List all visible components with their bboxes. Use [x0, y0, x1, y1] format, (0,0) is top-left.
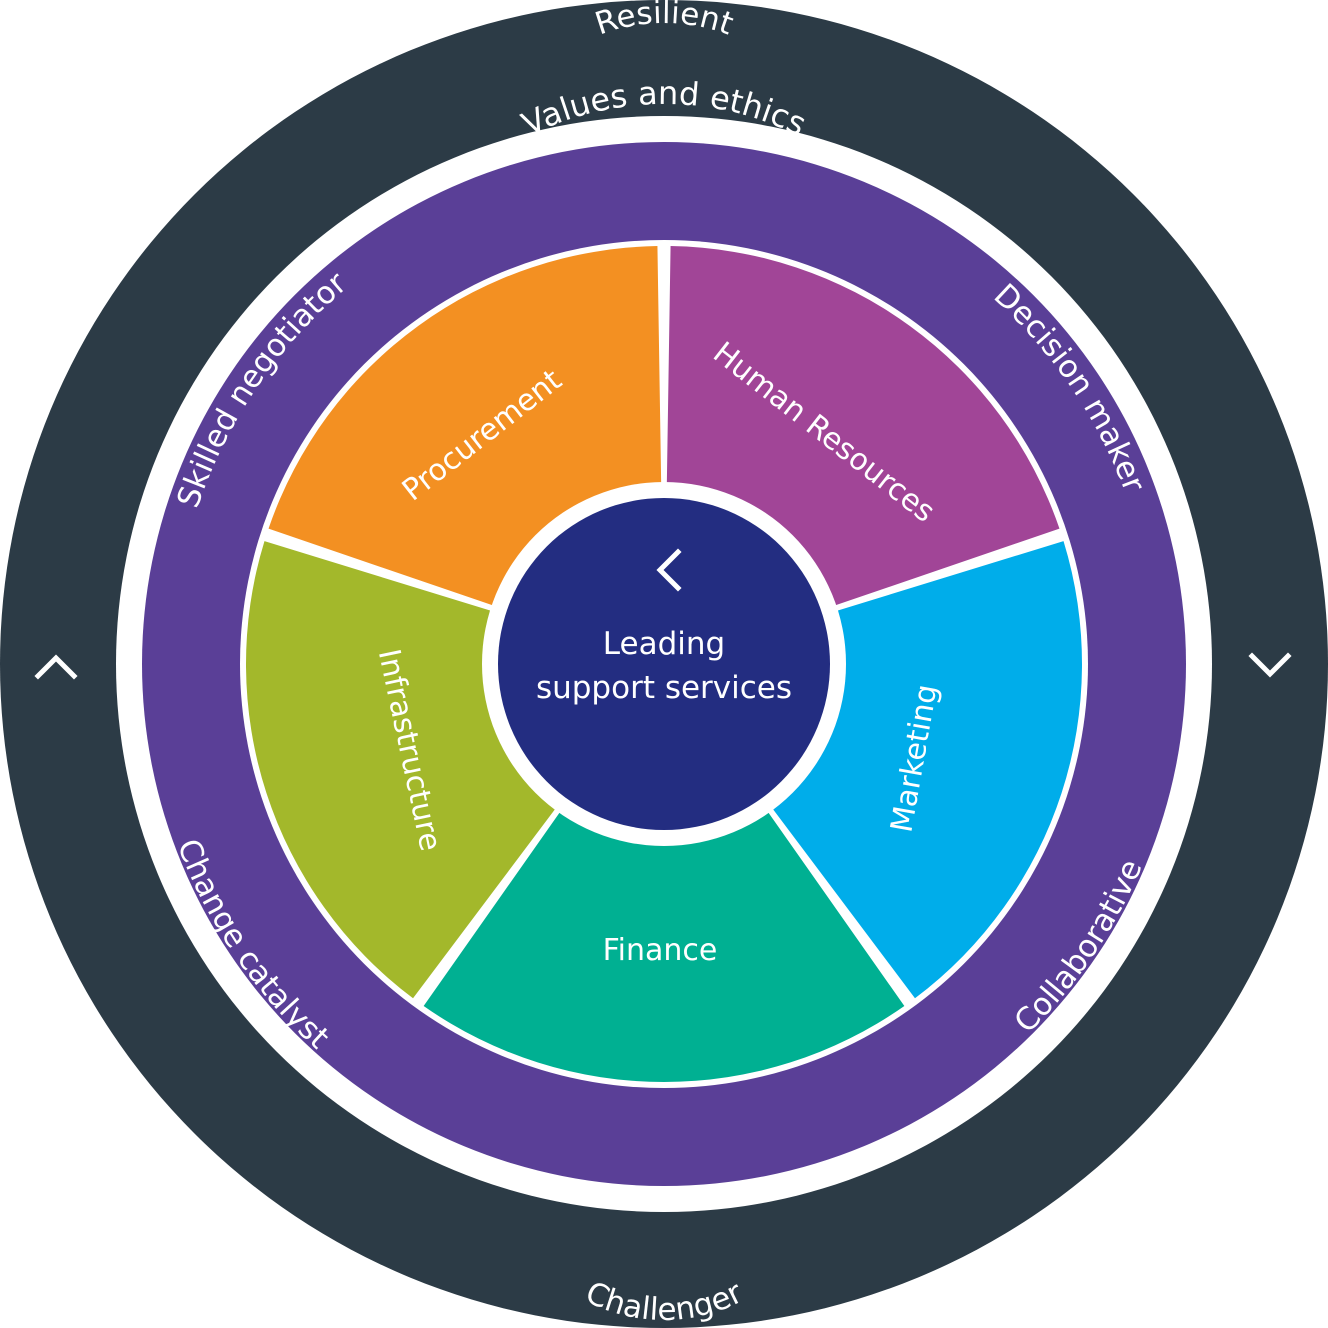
- bottom-notch: [644, 1192, 684, 1208]
- chevron-left-icon: [656, 548, 682, 592]
- center-label-line1: Leading: [603, 626, 725, 662]
- chevron-down-icon: [1248, 652, 1292, 678]
- segment-label-finance: Finance: [603, 933, 718, 968]
- left-notch: [118, 650, 132, 678]
- center-label-line2: support services: [536, 670, 792, 706]
- chevron-up-icon: [34, 654, 78, 680]
- center-circle: [498, 498, 830, 830]
- right-notch: [1196, 650, 1210, 678]
- segment-finance: [423, 803, 905, 1082]
- top-notch: [644, 120, 684, 136]
